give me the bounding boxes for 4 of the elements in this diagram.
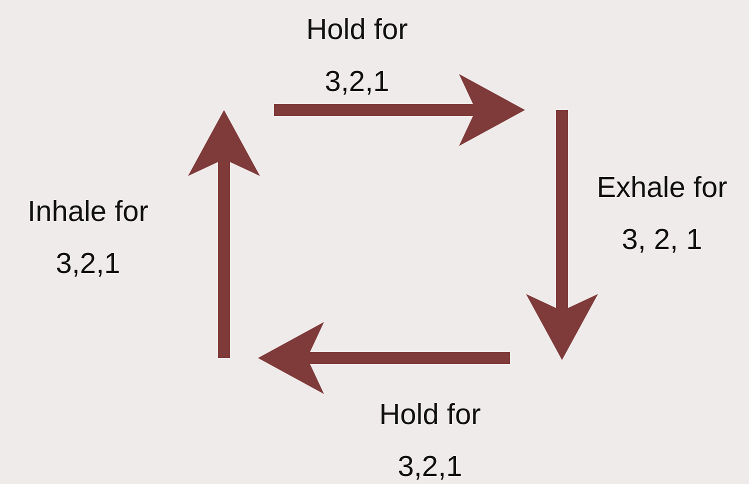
- step-label: Hold for 3,2,1: [378, 398, 482, 484]
- step-label: Inhale for 3,2,1: [26, 195, 150, 282]
- step-label: Exhale for 3, 2, 1: [596, 171, 728, 258]
- step-label: Hold for 3,2,1: [305, 13, 409, 100]
